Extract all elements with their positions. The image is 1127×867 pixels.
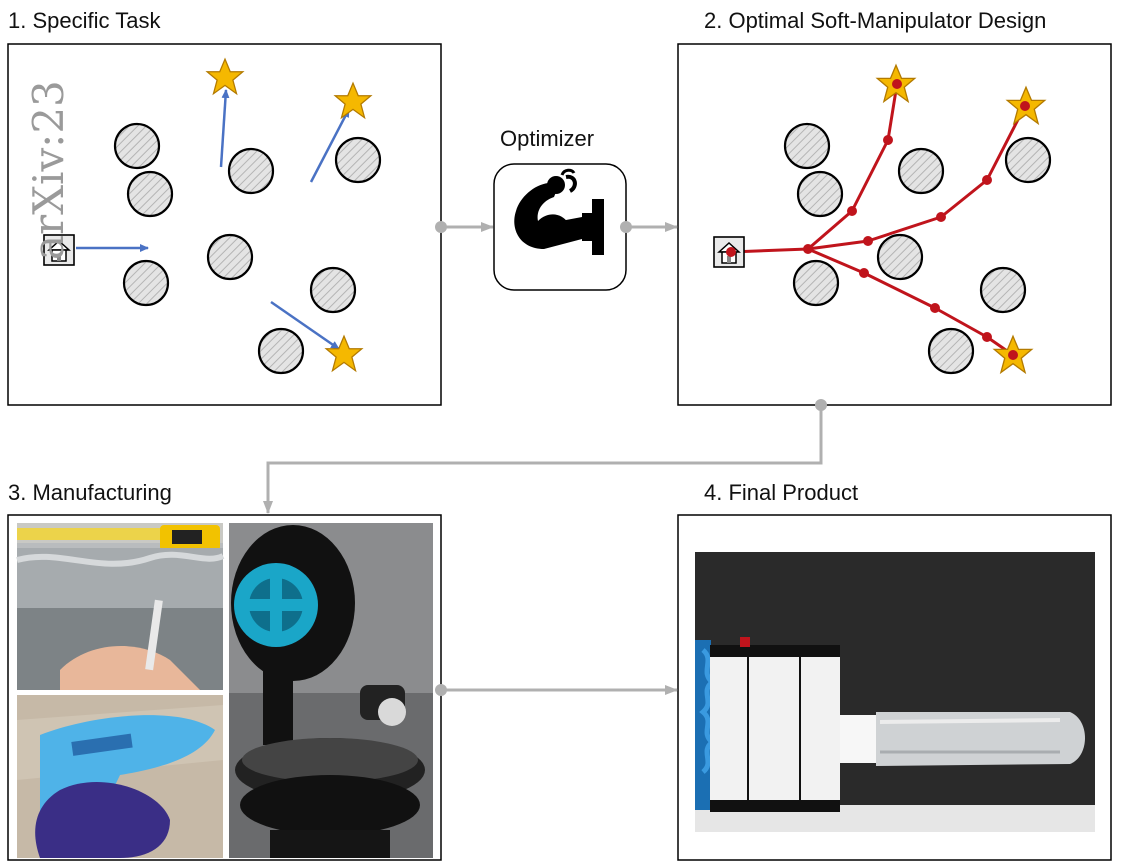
cutting-photo <box>16 523 225 690</box>
obstacle <box>876 233 924 281</box>
flexed-arm-gripper-icon <box>514 168 604 255</box>
joint-node <box>859 268 869 278</box>
arxiv-watermark: arXiv:23 <box>24 30 84 260</box>
tip-node <box>892 79 902 89</box>
manipulator-branch-top <box>807 83 899 251</box>
panel-title-specific-task: 1. Specific Task <box>8 8 161 33</box>
arrow-to-manufacturing <box>263 405 823 514</box>
obstacle <box>927 327 975 375</box>
obstacle <box>257 327 305 375</box>
tip-node <box>1008 350 1018 360</box>
panel-title-optimal-design: 2. Optimal Soft-Manipulator Design <box>704 8 1047 33</box>
tip-node <box>1020 101 1030 111</box>
manipulator-tip-nodes <box>892 79 1030 360</box>
manipulator-joints <box>803 135 992 342</box>
final-product-photo <box>695 552 1095 832</box>
obstacle <box>783 122 831 170</box>
joint-node <box>883 135 893 145</box>
obstacle <box>113 122 161 170</box>
panel-title-manufacturing: 3. Manufacturing <box>8 480 172 505</box>
obstacle <box>334 136 382 184</box>
panel-1-trajectories <box>76 89 351 351</box>
joint-node <box>982 332 992 342</box>
joint-node <box>982 175 992 185</box>
joint-node <box>930 303 940 313</box>
glue-gun-photo <box>17 695 223 858</box>
joint-node <box>863 236 873 246</box>
target-direction-line <box>270 300 340 351</box>
target-direction-line <box>309 108 351 183</box>
panel-title-final-product: 4. Final Product <box>704 480 859 505</box>
obstacle <box>122 259 170 307</box>
obstacle <box>227 147 275 195</box>
arxiv-watermark-text: arXiv:23 <box>24 80 73 260</box>
obstacle <box>796 170 844 218</box>
base-node <box>726 247 736 257</box>
obstacle <box>126 170 174 218</box>
obstacle <box>792 259 840 307</box>
joint-node <box>803 244 813 254</box>
obstacle <box>1004 136 1052 184</box>
joint-node <box>936 212 946 222</box>
obstacle <box>206 233 254 281</box>
panel-1-obstacles <box>113 122 382 375</box>
optimizer-label: Optimizer <box>500 126 595 151</box>
panel-2-obstacles <box>783 122 1052 375</box>
actuator-base-photo <box>229 523 433 858</box>
joint-node <box>847 206 857 216</box>
obstacle <box>309 266 357 314</box>
target-direction-line <box>219 89 230 168</box>
obstacle <box>979 266 1027 314</box>
obstacle <box>897 147 945 195</box>
